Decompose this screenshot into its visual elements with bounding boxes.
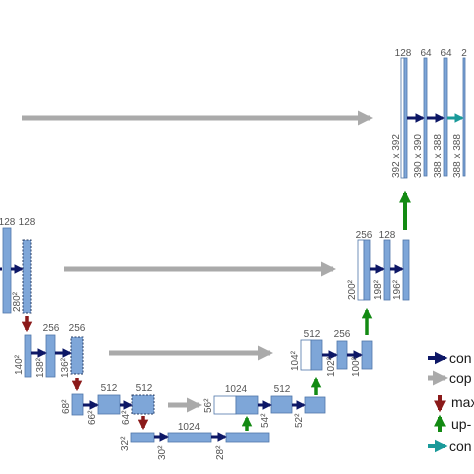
block-r4-a: [235, 395, 259, 415]
res-label-198: 198²: [373, 279, 384, 300]
legend-maxpool-label: max: [451, 394, 474, 410]
block-l5-b: [167, 432, 212, 443]
block-r3-a: [310, 339, 323, 371]
res-label-140: 140²: [14, 354, 25, 375]
channel-label-l2-a: 128: [0, 217, 16, 228]
res-label-196: 196²: [392, 279, 403, 300]
res-label-52: 52²: [294, 413, 305, 428]
legend-copy-label: cop: [449, 370, 472, 386]
res-label-68: 68²: [61, 399, 72, 414]
res-label-64: 64²: [121, 410, 132, 425]
legend-upconv-label: up-: [451, 416, 472, 432]
block-r3-c: [361, 340, 373, 370]
res-label-66: 66²: [87, 410, 98, 425]
block-l2-b: [22, 239, 32, 314]
res-label-54: 54²: [260, 413, 271, 428]
res-label-104: 104²: [290, 350, 301, 371]
res-label-138: 138²: [35, 357, 46, 378]
block-r1-output: [462, 57, 466, 177]
block-l3-c: [70, 336, 84, 375]
block-r2-a: [363, 239, 371, 301]
block-l5-c: [225, 432, 270, 443]
res-label-392: 392 x 392: [391, 134, 402, 178]
res-label-388a: 388 x 388: [433, 134, 444, 178]
channel-label-r3-a: 512: [304, 329, 321, 340]
channel-label-l2-b: 128: [19, 217, 36, 228]
res-label-100: 100²: [351, 356, 362, 377]
block-l4-c: [131, 394, 155, 415]
legend-final-conv-label: con: [449, 438, 472, 454]
block-r1-b: [423, 57, 428, 177]
res-label-28: 28²: [215, 445, 226, 460]
channel-label-r1-b: 64: [420, 48, 432, 59]
res-label-390: 390 x 390: [413, 134, 424, 178]
channel-label-r1-c: 64: [440, 48, 452, 59]
block-l4-b: [97, 394, 121, 415]
block-l5-a: [130, 432, 155, 443]
block-l3-b: [45, 334, 56, 378]
res-label-32: 32²: [120, 436, 131, 451]
res-label-200: 200²: [347, 279, 358, 300]
legend-conv-label: con: [449, 350, 472, 366]
res-label-30: 30²: [157, 445, 168, 460]
block-r2-copy: [357, 239, 365, 301]
channel-label-r4-a: 1024: [225, 384, 248, 395]
block-r3-copy: [300, 339, 312, 371]
channel-label-r4-b: 512: [274, 384, 291, 395]
channel-label-r1-a: 128: [395, 48, 412, 59]
res-label-388b: 388 x 388: [452, 134, 463, 178]
block-l2-a: [2, 227, 12, 314]
block-l3-a: [24, 334, 32, 378]
block-r4-c: [304, 396, 326, 414]
legend: con cop max up- con: [428, 350, 474, 454]
block-r2-c: [402, 239, 410, 301]
block-r1-c: [443, 57, 448, 177]
block-l4-a: [71, 393, 84, 416]
block-r3-b: [336, 340, 348, 370]
channel-label-l5-b: 1024: [178, 422, 201, 433]
block-r4-copy: [213, 395, 237, 415]
channel-label-l4-b: 512: [101, 383, 118, 394]
channel-label-l3-b: 256: [43, 323, 60, 334]
res-label-136: 136²: [60, 357, 71, 378]
block-r2-b: [383, 239, 391, 301]
channel-label-l3-c: 256: [69, 323, 86, 334]
channel-label-r2-b: 128: [379, 230, 396, 241]
res-label-102: 102²: [326, 356, 337, 377]
block-r4-b: [270, 395, 293, 414]
channel-label-r1-output: 2: [461, 48, 467, 59]
res-label-56: 56²: [203, 398, 214, 413]
channel-label-r3-b: 256: [334, 329, 351, 340]
channel-label-r2-a: 256: [356, 230, 373, 241]
block-r1-a: [403, 57, 408, 179]
channel-label-l4-c: 512: [136, 383, 153, 394]
res-label-280: 280²: [12, 291, 23, 312]
